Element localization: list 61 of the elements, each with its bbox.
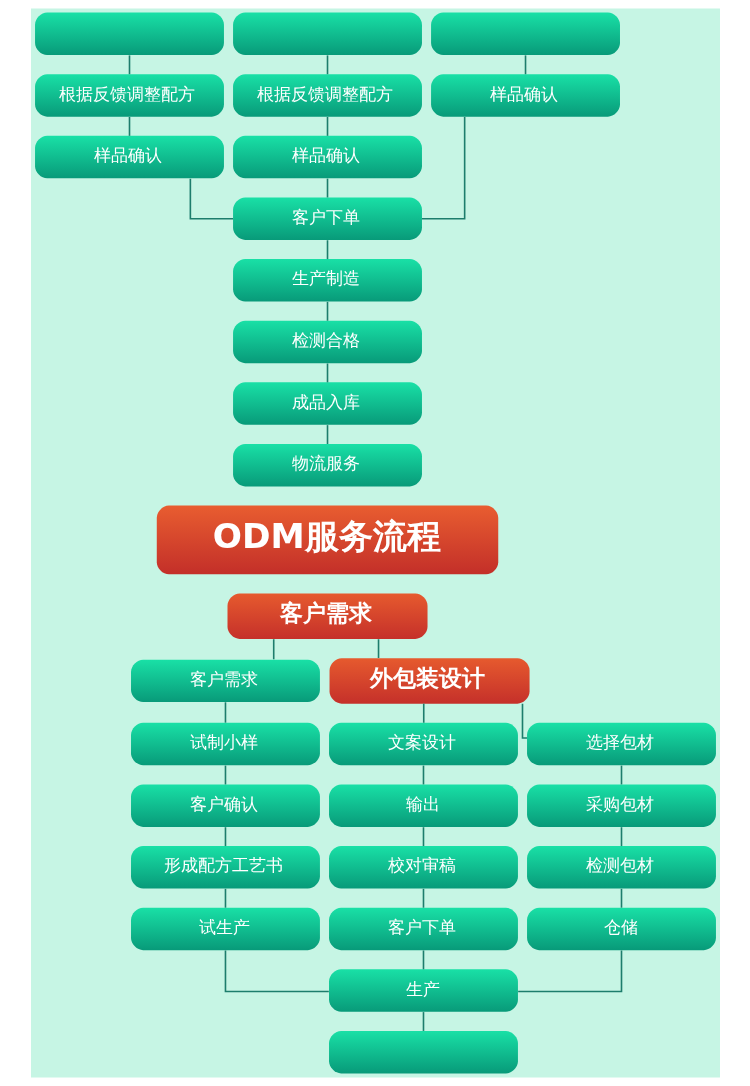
connector: [189, 177, 234, 220]
node-box: 检测合格: [232, 320, 422, 364]
connector: [524, 54, 526, 76]
node-box: 采购包材: [526, 784, 716, 827]
connector: [422, 949, 424, 971]
node-box: 样品确认: [34, 135, 224, 179]
connector: [422, 826, 424, 847]
connector: [521, 703, 528, 739]
node-box: 检测包材: [526, 846, 716, 889]
connector: [516, 949, 622, 993]
connector: [224, 701, 226, 724]
connector: [128, 116, 130, 137]
node-box: 客户确认: [130, 784, 320, 827]
node-box: 选择包材: [526, 722, 716, 766]
node-box: 形成配方工艺书: [130, 846, 320, 889]
connector: [620, 888, 622, 909]
connector: [326, 239, 328, 260]
connector: [422, 764, 424, 786]
node-box: 试生产: [130, 907, 320, 951]
connector: [224, 764, 226, 786]
connector: [422, 702, 425, 724]
node-box: 仓储: [526, 907, 716, 951]
node-box: [328, 1030, 518, 1074]
node-box: 生产: [328, 969, 518, 1012]
connector: [377, 638, 379, 659]
node-box: 试制小样: [130, 722, 320, 766]
connector: [224, 888, 226, 909]
node-box: [34, 12, 224, 56]
node-box: 文案设计: [328, 722, 518, 766]
node-box: 生产制造: [232, 259, 422, 302]
connector: [326, 54, 328, 76]
node-box: 根据反馈调整配方: [34, 74, 224, 117]
node-box: 客户需求: [130, 659, 320, 703]
node-box: 输出: [328, 784, 518, 827]
connector: [224, 826, 226, 847]
node-box: ODM服务流程: [156, 505, 498, 575]
connector: [326, 177, 328, 199]
node-box: 客户下单: [232, 197, 422, 240]
connector: [620, 826, 622, 847]
connector: [422, 888, 424, 909]
node-box: 客户下单: [328, 907, 518, 951]
node-box: 外包装设计: [329, 658, 530, 704]
connector: [326, 424, 328, 445]
node-box: [430, 12, 620, 56]
connector: [422, 1011, 424, 1032]
connector: [620, 764, 622, 786]
connector: [272, 638, 275, 661]
node-box: [232, 12, 422, 56]
node-box: 根据反馈调整配方: [232, 74, 422, 117]
connector: [326, 362, 328, 384]
connector: [224, 949, 330, 993]
node-box: 样品确认: [430, 74, 620, 117]
connector: [326, 116, 328, 137]
node-box: 客户需求: [227, 593, 428, 639]
connector: [420, 116, 465, 220]
node-box: 校对审稿: [328, 846, 518, 889]
node-box: 成品入库: [232, 382, 422, 425]
node-box: 样品确认: [232, 135, 422, 179]
connector: [128, 54, 130, 76]
node-box: 物流服务: [232, 444, 422, 487]
connector: [326, 301, 328, 322]
